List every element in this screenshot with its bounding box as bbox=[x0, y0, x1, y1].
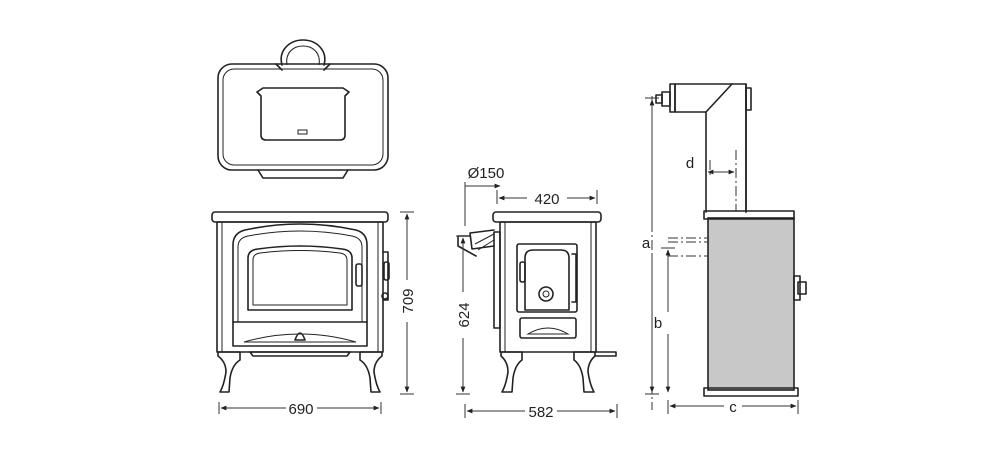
front-glass bbox=[247, 245, 353, 311]
top-handle bbox=[280, 39, 326, 66]
front-door-frame bbox=[232, 223, 368, 323]
side-leg-right bbox=[573, 351, 596, 393]
dimension-a-label: a bbox=[642, 235, 651, 252]
front-leg-right bbox=[359, 351, 383, 393]
side-width-dimension: 582 bbox=[464, 404, 618, 421]
dimension-d: d bbox=[686, 155, 735, 175]
front-width-dimension: 690 bbox=[218, 401, 382, 418]
dimension-b-label: b bbox=[654, 315, 662, 332]
installation-view bbox=[651, 83, 807, 410]
dimension-a: a bbox=[642, 97, 659, 395]
flue-outlet bbox=[469, 229, 495, 250]
ash-drawer bbox=[232, 321, 368, 347]
flue-diameter-dimension: Ø150 bbox=[464, 165, 505, 226]
flue-pipe bbox=[674, 83, 747, 213]
stove-body-panel bbox=[707, 217, 795, 391]
side-height-dimension: 624 bbox=[456, 235, 473, 395]
side-width-label: 582 bbox=[528, 404, 553, 421]
side-leg-left bbox=[500, 351, 523, 393]
front-height-dimension: 709 bbox=[400, 211, 417, 395]
top-hotplate bbox=[256, 87, 350, 141]
dimension-c: c bbox=[667, 399, 799, 416]
top-width-label: 420 bbox=[534, 191, 559, 208]
dimension-c-label: c bbox=[729, 399, 737, 416]
top-width-dimension: 420 bbox=[496, 190, 598, 208]
front-leg-left bbox=[217, 351, 241, 393]
side-height-label: 624 bbox=[456, 302, 473, 327]
side-door bbox=[516, 243, 578, 313]
top-view bbox=[217, 39, 389, 179]
front-width-label: 690 bbox=[288, 401, 313, 418]
front-height-label: 709 bbox=[400, 288, 417, 313]
dimension-b: b bbox=[654, 247, 675, 393]
flue-diameter-label: Ø150 bbox=[468, 165, 505, 182]
side-view bbox=[457, 211, 617, 393]
dimension-d-label: d bbox=[686, 155, 694, 172]
front-view bbox=[211, 211, 390, 393]
